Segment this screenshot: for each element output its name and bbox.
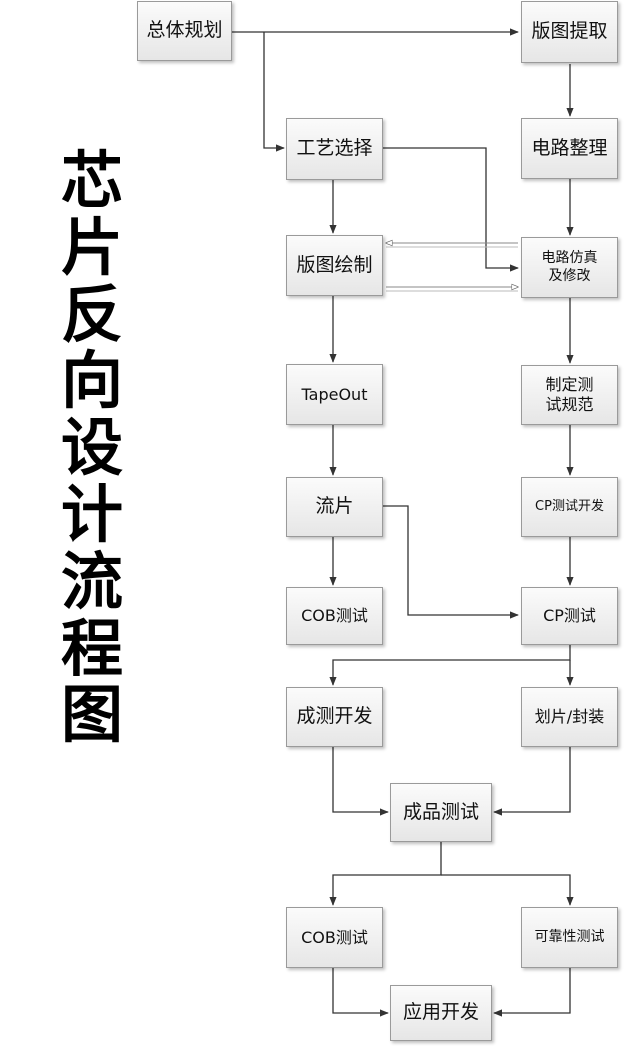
edge-final-test-to-reliability: [441, 874, 574, 906]
node-test-spec: 制定测试规范: [521, 365, 618, 425]
title-char: 计: [60, 477, 123, 551]
title-char: 流: [60, 544, 123, 618]
node-reliability-test: 可靠性测试: [521, 907, 618, 968]
node-circuit-organization: 电路整理: [521, 118, 618, 179]
node-overall-planning: 总体规划: [137, 1, 232, 61]
diagram-title: 芯片反向设计流程图: [52, 144, 132, 752]
title-char: 图: [60, 678, 123, 752]
node-tapeout: TapeOut: [286, 364, 383, 425]
node-circuit-simulation: 电路仿真及修改: [521, 237, 618, 298]
edge-fab-to-cp-test: [383, 505, 519, 619]
node-final-test-dev: 成测开发: [286, 687, 383, 747]
title-char: 芯: [60, 144, 123, 217]
node-cp-test-dev: CP测试开发: [521, 477, 618, 537]
edge-final-test-to-cob-test-2: [329, 842, 442, 906]
node-final-product-test: 成品测试: [390, 783, 492, 842]
edge-dicing-to-final-test: [493, 747, 571, 816]
edge-cp-test-to-final-dev: [329, 645, 571, 686]
title-char: 片: [60, 210, 123, 284]
edge-reliability-to-app-dev: [493, 968, 571, 1017]
node-cob-test-1: COB测试: [286, 587, 383, 645]
title-char: 设: [60, 411, 123, 485]
edge-final-dev-to-final-test: [332, 747, 389, 816]
node-application-dev: 应用开发: [390, 985, 492, 1041]
edge-process-select-to-circuit-sim: [383, 147, 519, 272]
node-cob-test-2: COB测试: [286, 907, 383, 968]
edge-overall-to-process-select: [263, 32, 285, 152]
node-fab: 流片: [286, 477, 383, 537]
title-char: 反: [60, 277, 123, 351]
node-layout-drawing: 版图绘制: [286, 235, 383, 296]
node-layout-extraction: 版图提取: [521, 1, 618, 63]
node-dicing-packaging: 划片/封装: [521, 687, 618, 747]
node-process-selection: 工艺选择: [286, 118, 383, 180]
title-char: 向: [60, 344, 123, 418]
edge-cob-test-2-to-app-dev: [332, 968, 389, 1017]
title-char: 程: [60, 611, 123, 685]
node-cp-test: CP测试: [521, 587, 618, 645]
